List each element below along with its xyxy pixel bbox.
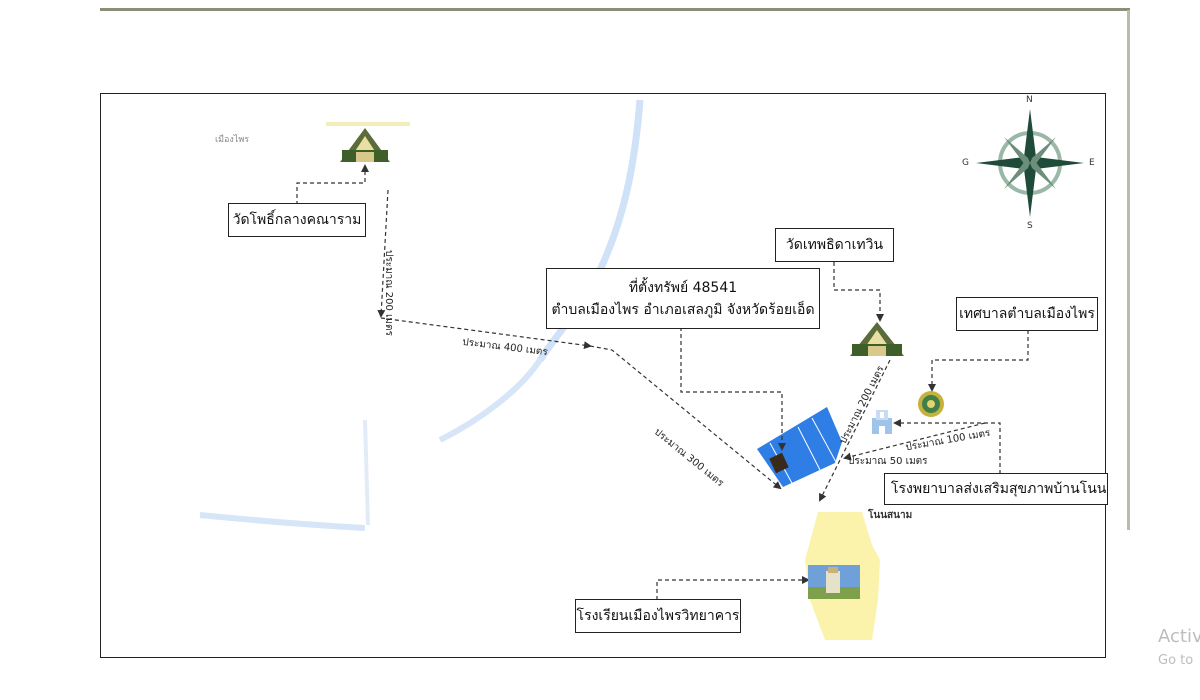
label-text: โรงเรียนเมืองไพรวิทยาคาร [576,608,740,624]
label-text: โรงพยาบาลส่งเสริมสุขภาพบ้านโนนสนาม [891,481,1107,497]
arrow-route-300 [589,345,782,490]
parcel-divider [797,426,821,471]
road-vertical-left [363,419,370,526]
parcel-divider [811,417,837,463]
school-photo-icon [808,565,860,599]
arrow-property [680,327,786,451]
place-non-sanam: โนนสนาม [868,510,913,521]
property-title: ที่ตั้งทรัพย์ 48541 [628,279,738,296]
arrow-to-school [656,576,810,600]
distance-50: ประมาณ 50 เมตร [848,456,928,467]
label-wat-pho-klang-khanaram: วัดโพธิ์กลางคณาราม [228,203,366,237]
activation-watermark: Activ [1158,626,1200,647]
property-address: ตำบลเมืองไพร อำเภอเสลภูมิ จังหวัดร้อยเอ็… [551,301,815,318]
compass-west-label: G [962,158,969,168]
compass-east-label: E [1089,158,1095,168]
temple-icon [326,122,410,162]
arrow-route-400 [380,317,592,350]
page-top-border [100,8,1130,11]
road-river-north [537,99,644,362]
arrow-to-wat-thep [833,262,884,322]
label-property-location: ที่ตั้งทรัพย์ 48541 ตำบลเมืองไพร อำเภอเส… [546,268,820,329]
label-municipality: เทศบาลตำบลเมืองไพร [956,297,1098,331]
map-frame [100,93,1106,658]
compass-south-label: S [1027,221,1033,231]
arrow-to-municipality [928,330,1029,392]
property-parcel [757,407,842,487]
municipality-seal-icon [918,391,944,417]
compass-north-label: N [1026,95,1033,105]
label-school: โรงเรียนเมืองไพรวิทยาคาร [575,599,741,633]
arrow-hospital-50 [843,422,986,461]
label-text: เทศบาลตำบลเมืองไพร [959,306,1095,322]
distance-200-top: ประมาณ 200 เมตร [383,250,394,336]
arrow-route-200-top [377,189,389,318]
label-hospital: โรงพยาบาลส่งเสริมสุขภาพบ้านโนนสนาม [884,473,1108,505]
place-mueang-phrai: เมืองไพร [215,135,250,145]
parcel-building [769,452,789,474]
label-wat-thep-thida-thewin: วัดเทพธิดาเทวิน [775,228,894,262]
temple-icon [850,322,904,356]
arrow-hospital-100 [893,419,1001,474]
arrow-to-wat-pho [296,164,369,205]
activation-watermark-sub: Go to [1158,653,1194,668]
compass-rose-icon [976,109,1084,217]
arrow-route-200-right [819,359,891,502]
road-southwest [199,512,366,531]
label-text: วัดเทพธิดาเทวิน [785,237,884,253]
road-west [438,358,543,443]
label-text: วัดโพธิ์กลางคณาราม [232,212,362,228]
hospital-icon [872,410,892,434]
page-right-edge [1127,10,1130,530]
